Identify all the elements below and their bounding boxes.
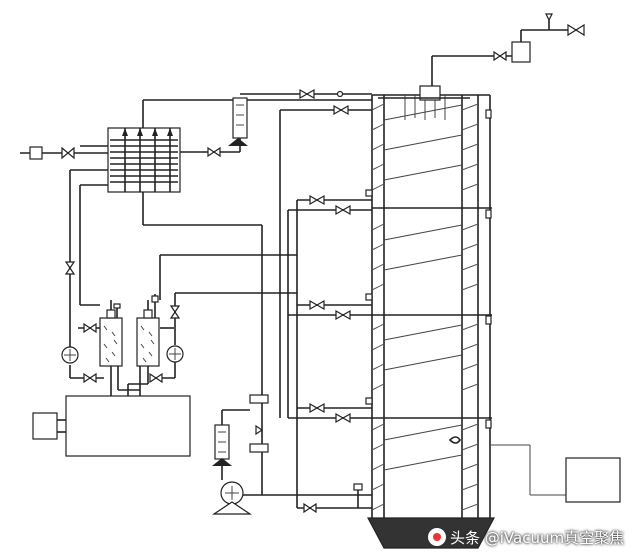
flowmeter-icon [212, 424, 232, 466]
heat-exchanger [107, 127, 181, 193]
valve-icon [567, 23, 585, 37]
watermark: 头条 @iVacuum真空聚焦 [428, 526, 624, 548]
watermark-logo-icon [428, 528, 446, 546]
manifold [279, 110, 373, 514]
top-header-pipe [142, 88, 372, 128]
distillation-column [367, 85, 495, 549]
left-pump-loop [61, 169, 108, 384]
watermark-text: 头条 @iVacuum真空聚焦 [450, 528, 625, 547]
bottom-circulation [212, 394, 372, 515]
storage-tank [32, 395, 191, 457]
inlet-line [20, 138, 241, 160]
receiver-tank [490, 444, 621, 503]
gauge-icon [545, 13, 553, 22]
vacuum-gauge-assembly [431, 13, 585, 86]
flowmeter-icon [228, 97, 248, 146]
vessel-left [99, 300, 123, 367]
right-pump-loop [149, 254, 297, 384]
vessel-right [136, 294, 160, 367]
tank-feed-lines [110, 366, 149, 396]
